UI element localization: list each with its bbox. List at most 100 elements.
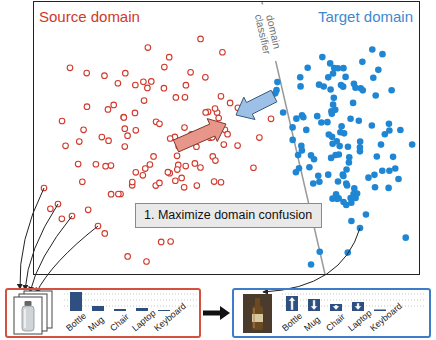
source-sample	[122, 126, 128, 132]
histogram	[282, 294, 426, 311]
target-sample	[331, 95, 338, 102]
target-sample	[310, 180, 317, 187]
source-sample	[81, 127, 87, 133]
target-sample	[355, 117, 362, 124]
target-sample	[340, 65, 347, 72]
class-histogram-box: BottleMugChairLaptopKeyboard	[232, 288, 431, 338]
source-sample	[133, 82, 139, 88]
connectors	[203, 313, 221, 314]
source-sample	[167, 136, 173, 142]
source-sample	[59, 216, 65, 222]
histogram-bar	[374, 310, 386, 312]
target-sample	[386, 167, 393, 174]
source-sample	[225, 131, 231, 137]
source-sample	[147, 162, 153, 168]
histogram-bar	[136, 308, 148, 311]
target-sample	[357, 138, 364, 145]
target-sample	[395, 176, 402, 183]
target-sample	[332, 152, 339, 159]
target-sample	[308, 152, 315, 159]
grid-line	[282, 294, 426, 295]
target-sample	[402, 234, 409, 241]
class-label: Bottle	[281, 312, 305, 334]
target-sample	[306, 164, 313, 171]
target-sample	[297, 83, 304, 90]
target-sample	[300, 114, 307, 121]
photo-ground	[243, 294, 272, 333]
target-sample	[318, 119, 325, 126]
target-sample	[338, 123, 345, 130]
histogram-bar	[114, 309, 126, 311]
source-sample	[173, 178, 179, 184]
target-sample	[293, 115, 300, 122]
source-sample	[141, 79, 147, 85]
target-sample	[357, 148, 364, 155]
target-sample	[316, 81, 323, 88]
target-sample	[369, 46, 376, 53]
source-sample	[102, 231, 108, 237]
source-sample	[116, 191, 122, 197]
source-sample	[85, 207, 91, 213]
source-sample	[221, 142, 227, 148]
confusion-arrows	[173, 90, 277, 152]
class-label: Chair	[325, 313, 348, 334]
source-sample	[213, 158, 219, 164]
target-sample	[289, 137, 296, 144]
source-sample	[115, 80, 121, 86]
grid-line	[282, 300, 426, 301]
source-sample	[48, 206, 54, 212]
class-label: Mug	[87, 315, 107, 334]
target-sample	[316, 248, 323, 255]
target-sample	[344, 182, 351, 189]
source-sample	[122, 70, 128, 76]
target-sample	[327, 60, 334, 67]
target-sample	[409, 141, 416, 148]
source-sample	[103, 163, 109, 169]
target-sample	[343, 202, 350, 209]
bottle-body	[22, 306, 34, 331]
source-sample	[84, 104, 90, 110]
target-sample	[340, 173, 347, 180]
shift-arrow	[333, 305, 340, 310]
shift-arrow	[311, 300, 318, 310]
target-sample	[289, 124, 296, 131]
step-box: 1. Maximize domain confusion	[135, 203, 322, 228]
bottle-highlight	[24, 309, 25, 328]
source-sample	[168, 239, 174, 245]
class-label: Chair	[109, 313, 132, 334]
source-sample	[175, 167, 181, 173]
class-label: Bottle	[65, 312, 89, 334]
source-sample	[203, 74, 209, 80]
source-sample	[257, 135, 263, 141]
target-sample	[341, 130, 348, 137]
target-sample	[308, 261, 315, 268]
target-sample	[351, 81, 358, 88]
bottle-body	[252, 306, 263, 330]
source-sample	[122, 144, 128, 150]
scatter-panel: 1. Maximize domain confusionSource domai…	[33, 1, 420, 275]
source-sample	[84, 70, 90, 76]
source-sample	[108, 163, 114, 169]
leader-arrow	[36, 226, 98, 293]
grid-line	[64, 300, 197, 301]
target-sample	[314, 113, 321, 120]
source-sample	[181, 185, 187, 191]
target-sample	[370, 74, 377, 81]
source-sample	[227, 100, 233, 106]
target-photo	[243, 294, 272, 333]
source-sample	[218, 93, 224, 99]
source-sample	[76, 139, 82, 145]
source-sample	[194, 183, 200, 189]
source-sample	[165, 169, 171, 175]
target-sample	[385, 185, 392, 192]
image-stack	[14, 291, 52, 334]
source-sample	[129, 179, 135, 185]
sample-leaders	[20, 188, 360, 293]
source-sample	[183, 163, 189, 169]
target-sample	[324, 119, 331, 126]
target-sample	[388, 87, 395, 94]
source-sample	[111, 102, 117, 108]
target-sample	[329, 140, 336, 147]
source-sample	[182, 125, 188, 131]
step-label: 1. Maximize domain confusion	[144, 208, 312, 222]
